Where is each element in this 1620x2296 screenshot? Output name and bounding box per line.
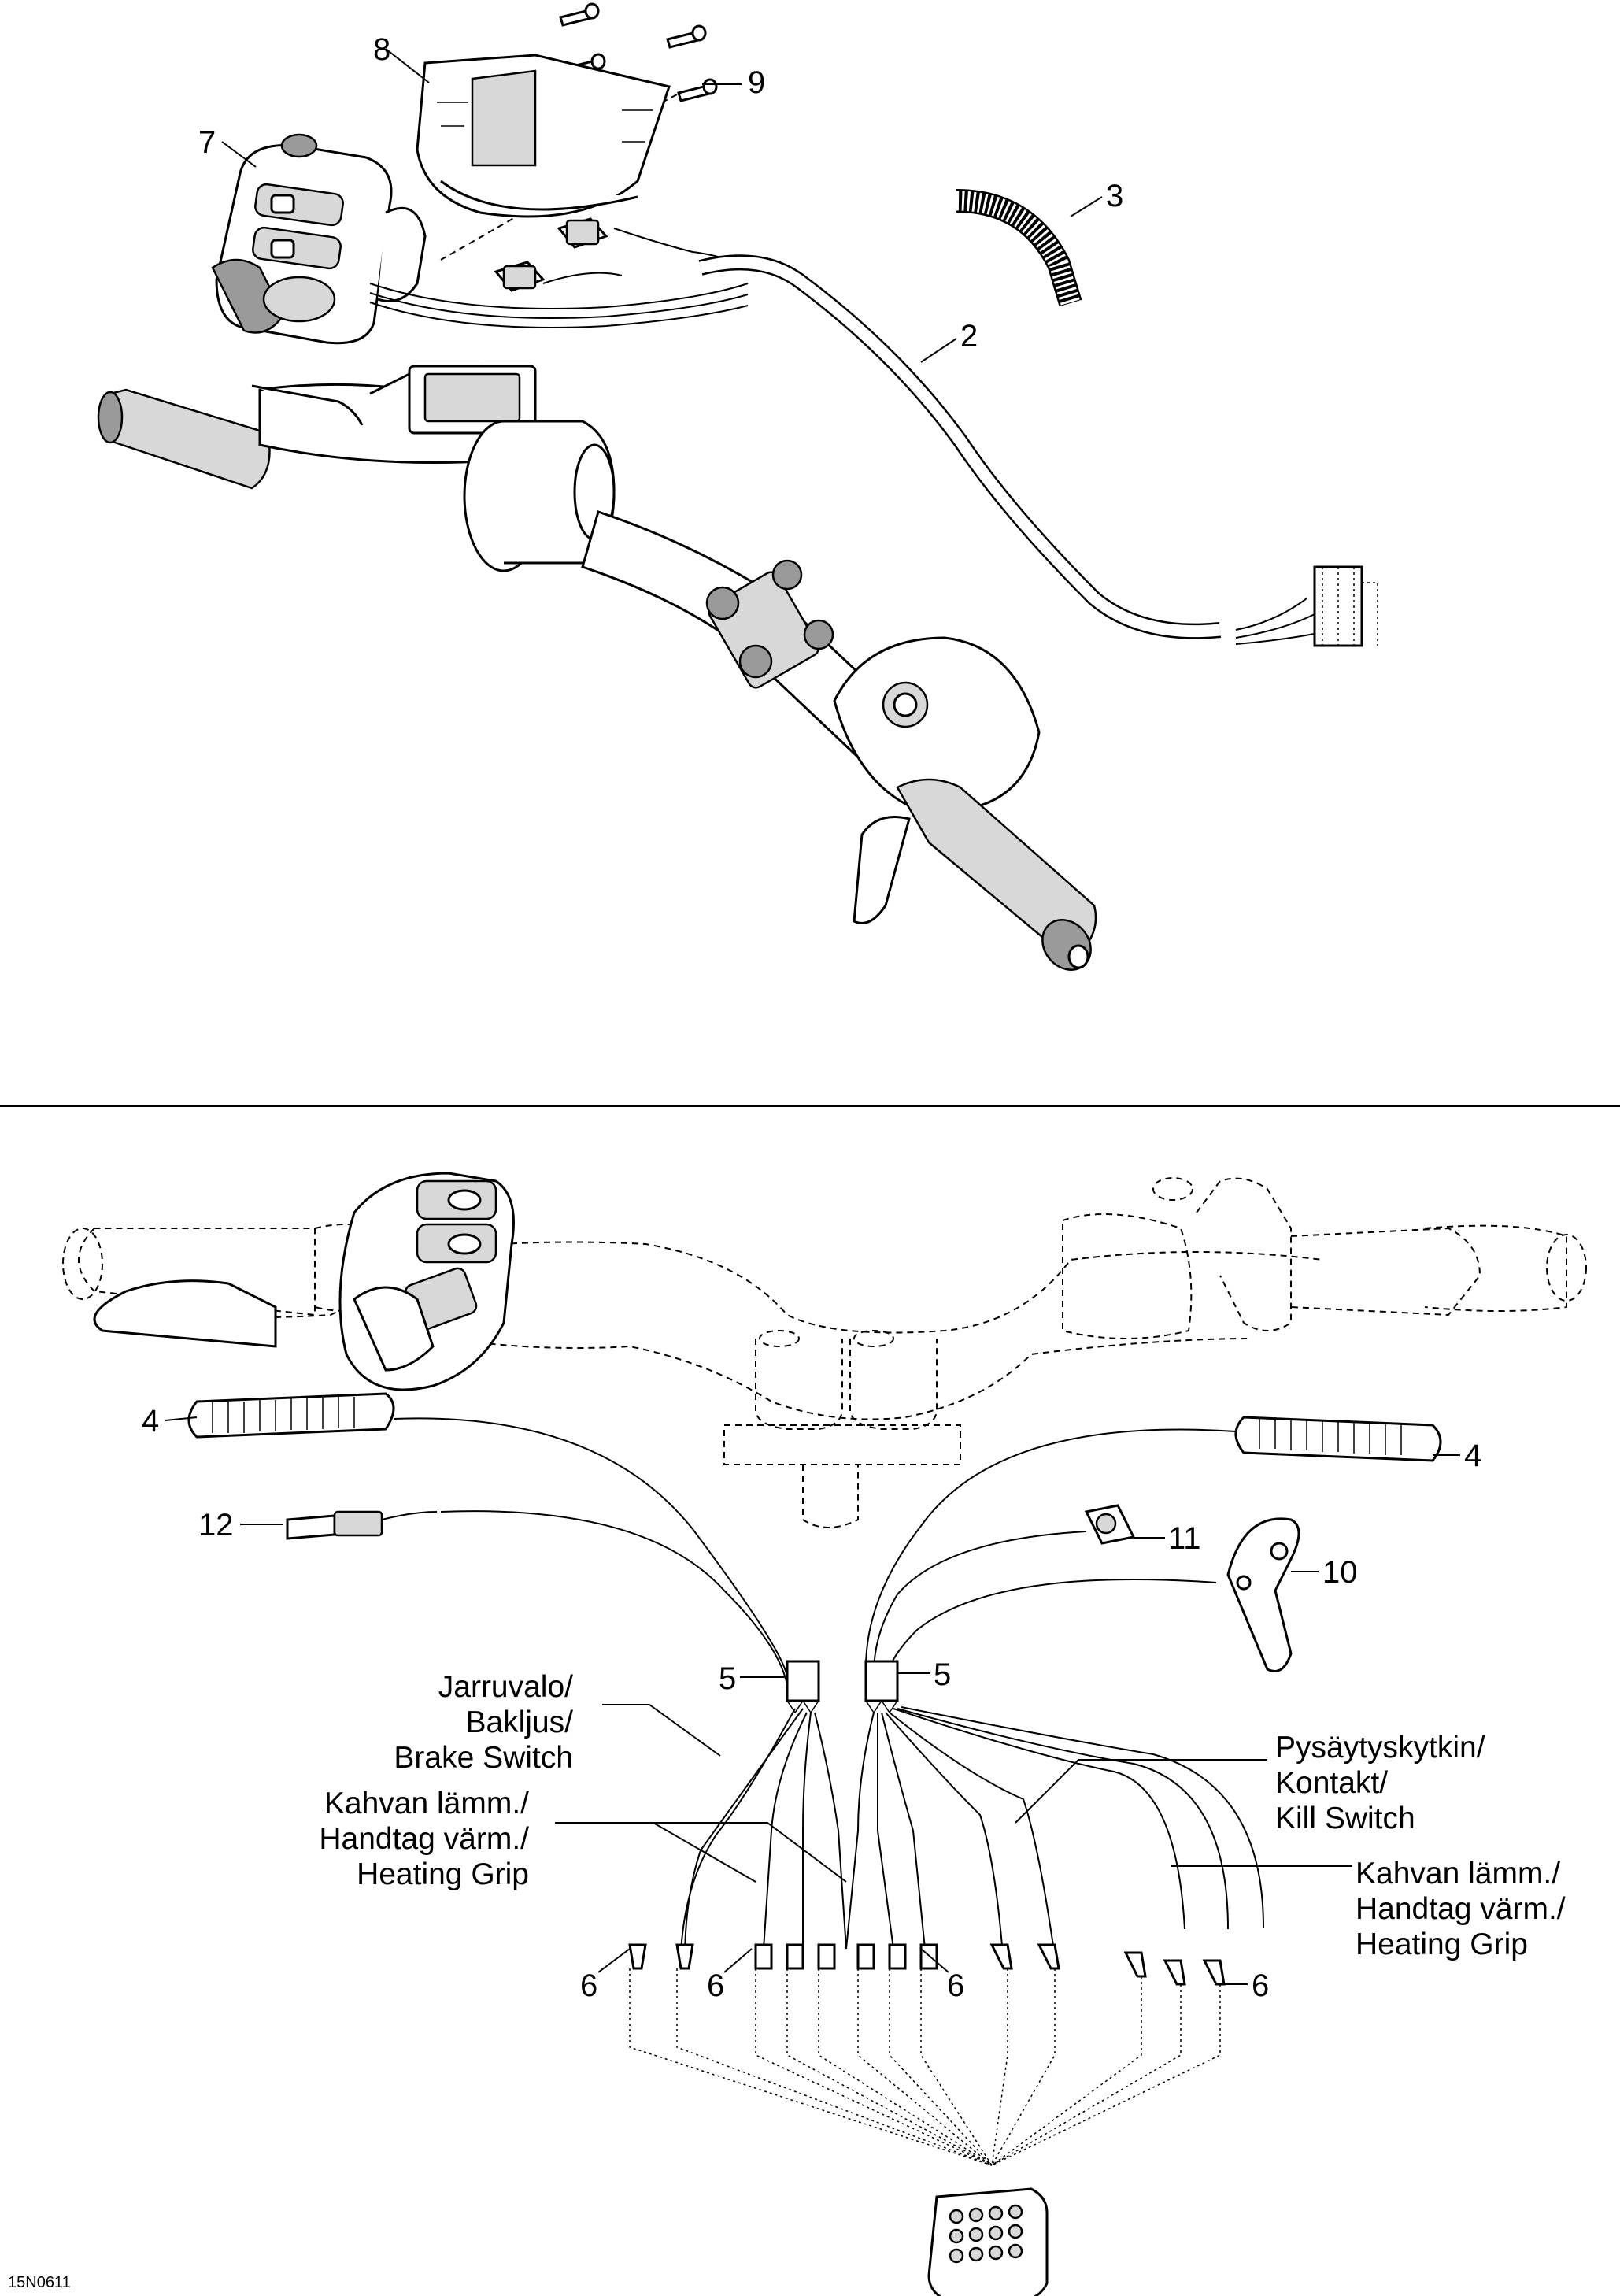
svg-text:Bakljus/: Bakljus/ [465, 1705, 573, 1739]
terminals [628, 1943, 1226, 1986]
bottom-assembly [62, 1172, 1587, 2296]
callout-6-a: 6 [580, 1968, 597, 2003]
svg-text:Jarruvalo/: Jarruvalo/ [438, 1670, 573, 1704]
svg-text:Kahvan lämm./: Kahvan lämm./ [324, 1787, 529, 1820]
svg-text:Kill Switch: Kill Switch [1275, 1802, 1415, 1835]
handlebar-left-grip [97, 365, 537, 490]
label-heating-grip-left: Kahvan lämm./ Handtag värm./ Heating Gri… [319, 1787, 847, 1891]
grip-heater-left [187, 1392, 395, 1439]
callout-8: 8 [373, 32, 390, 67]
svg-text:Handtag värm./: Handtag värm./ [319, 1822, 529, 1856]
callout-9: 9 [748, 65, 765, 100]
corrugated-conduit [956, 189, 1082, 307]
callout-5-right: 5 [934, 1657, 951, 1692]
callout-11: 11 [1168, 1521, 1201, 1556]
svg-text:Heating Grip: Heating Grip [357, 1857, 529, 1891]
callout-10: 10 [1322, 1555, 1358, 1590]
wire-connectors [494, 217, 749, 292]
right-grip-dashed [1062, 1177, 1587, 1339]
label-brake-switch: Jarruvalo/ Bakljus/ Brake Switch [394, 1670, 721, 1775]
top-callouts: 8 9 7 3 2 [198, 32, 1123, 363]
wire-sheath [698, 254, 1378, 647]
callout-3: 3 [1106, 179, 1123, 213]
callout-7: 7 [198, 125, 216, 160]
harness-sleeves [786, 1660, 899, 1714]
callout-6-d: 6 [1252, 1968, 1269, 2003]
callout-2: 2 [960, 319, 978, 354]
connector-routing [629, 1968, 1221, 2166]
svg-text:Kontakt/: Kontakt/ [1275, 1766, 1388, 1800]
left-switch-housing [93, 1172, 515, 1391]
grip-heater-right [1234, 1416, 1442, 1462]
label-heating-grip-right: Kahvan lämm./ Handtag värm./ Heating Gri… [1171, 1857, 1566, 1961]
callout-6-b: 6 [707, 1968, 724, 2003]
figure-code: 15N0611 [8, 2274, 71, 2291]
bracket-10 [1226, 1517, 1300, 1672]
callout-12: 12 [198, 1508, 234, 1542]
switch-housing-cover [416, 54, 671, 218]
bottom-callouts: 4 4 12 11 10 5 5 6 6 6 6 [142, 1404, 1481, 2003]
kill-switch-11 [1084, 1504, 1136, 1545]
label-kill-switch: Pysäytyskytkin/ Kontakt/ Kill Switch [1015, 1731, 1485, 1835]
callout-4-left: 4 [142, 1404, 159, 1439]
main-connector [927, 2187, 1049, 2296]
top-assembly [97, 2, 1378, 971]
handlebar-mount-ring [463, 420, 616, 572]
handlebar-tube [581, 510, 915, 782]
throttle-housing [833, 636, 1097, 971]
svg-text:Brake Switch: Brake Switch [394, 1741, 573, 1775]
callout-6-c: 6 [947, 1968, 964, 2003]
svg-text:Pysäytyskytkin/: Pysäytyskytkin/ [1275, 1731, 1485, 1765]
svg-text:Kahvan lämm./: Kahvan lämm./ [1356, 1857, 1560, 1890]
callout-4-right: 4 [1464, 1439, 1481, 1473]
brake-switch-12 [286, 1510, 438, 1540]
switch-assembly [211, 133, 427, 345]
callout-5-left: 5 [719, 1661, 736, 1696]
svg-text:Heating Grip: Heating Grip [1356, 1928, 1528, 1961]
svg-text:Handtag värm./: Handtag värm./ [1356, 1892, 1566, 1926]
